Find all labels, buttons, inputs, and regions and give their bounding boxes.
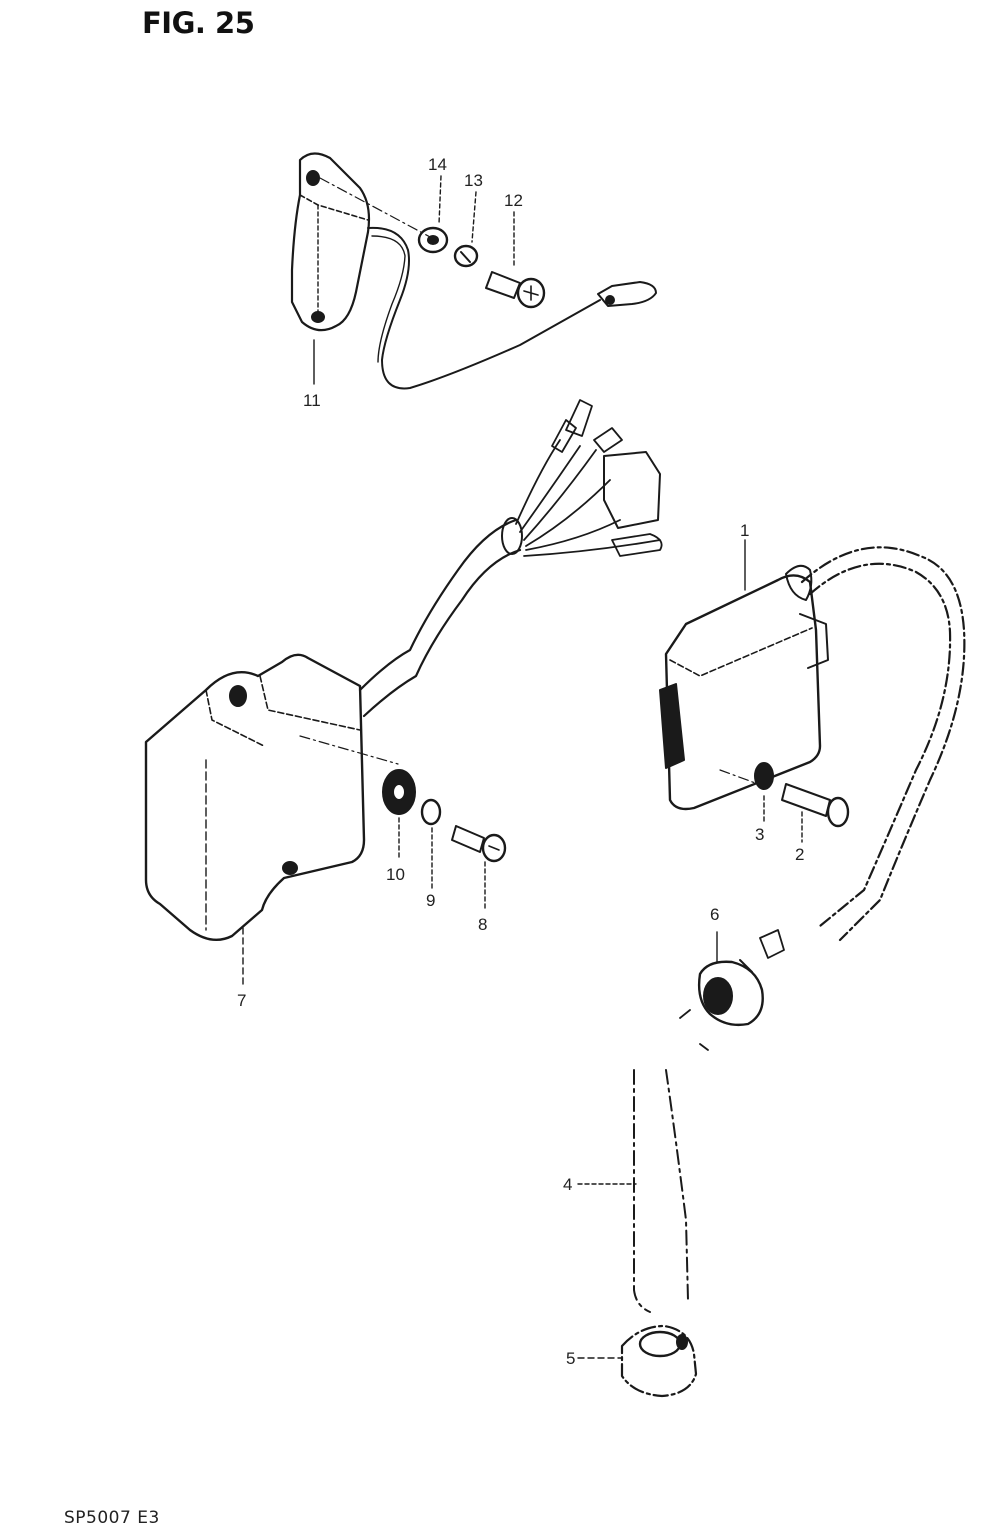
ignition-coil [659,546,966,959]
part-number-labels: 14 13 12 11 1 3 2 10 9 8 6 7 4 5 [237,155,804,1368]
washer-icon [382,769,416,815]
part-label-6: 6 [710,905,719,924]
assembly-line [319,177,433,239]
part-label-9: 9 [426,891,435,910]
signal-generator-module [290,152,657,390]
lock-washer-icon [754,762,774,790]
screw-icon [451,825,507,863]
spark-plug-lead [633,1069,689,1313]
part-label-10: 10 [386,865,405,884]
part-label-8: 8 [478,915,487,934]
part-label-11: 11 [303,391,321,410]
part-label-14: 14 [428,155,447,174]
lock-washer-icon [420,798,442,826]
assembly-line [299,735,399,765]
figure-title: FIG. 25 [142,6,255,40]
part-label-1: 1 [740,521,749,540]
part-label-13: 13 [464,171,483,190]
part-label-3: 3 [755,825,764,844]
part-label-5: 5 [566,1349,575,1368]
assembly-line [719,769,759,785]
part-label-7: 7 [237,991,246,1010]
spark-plug-cap [620,1324,698,1398]
screw-icon [485,271,546,309]
lock-washer-icon [453,244,479,268]
part-label-12: 12 [504,191,523,210]
part-label-4: 4 [563,1175,572,1194]
part-label-2: 2 [795,845,804,864]
drawing-code: SP5007 E3 [64,1508,160,1528]
bolt-icon [781,783,850,828]
leader-lines [242,175,803,1359]
washer-icon [417,226,449,254]
cdi-unit [144,399,663,942]
plug-cap-seal [679,959,764,1051]
